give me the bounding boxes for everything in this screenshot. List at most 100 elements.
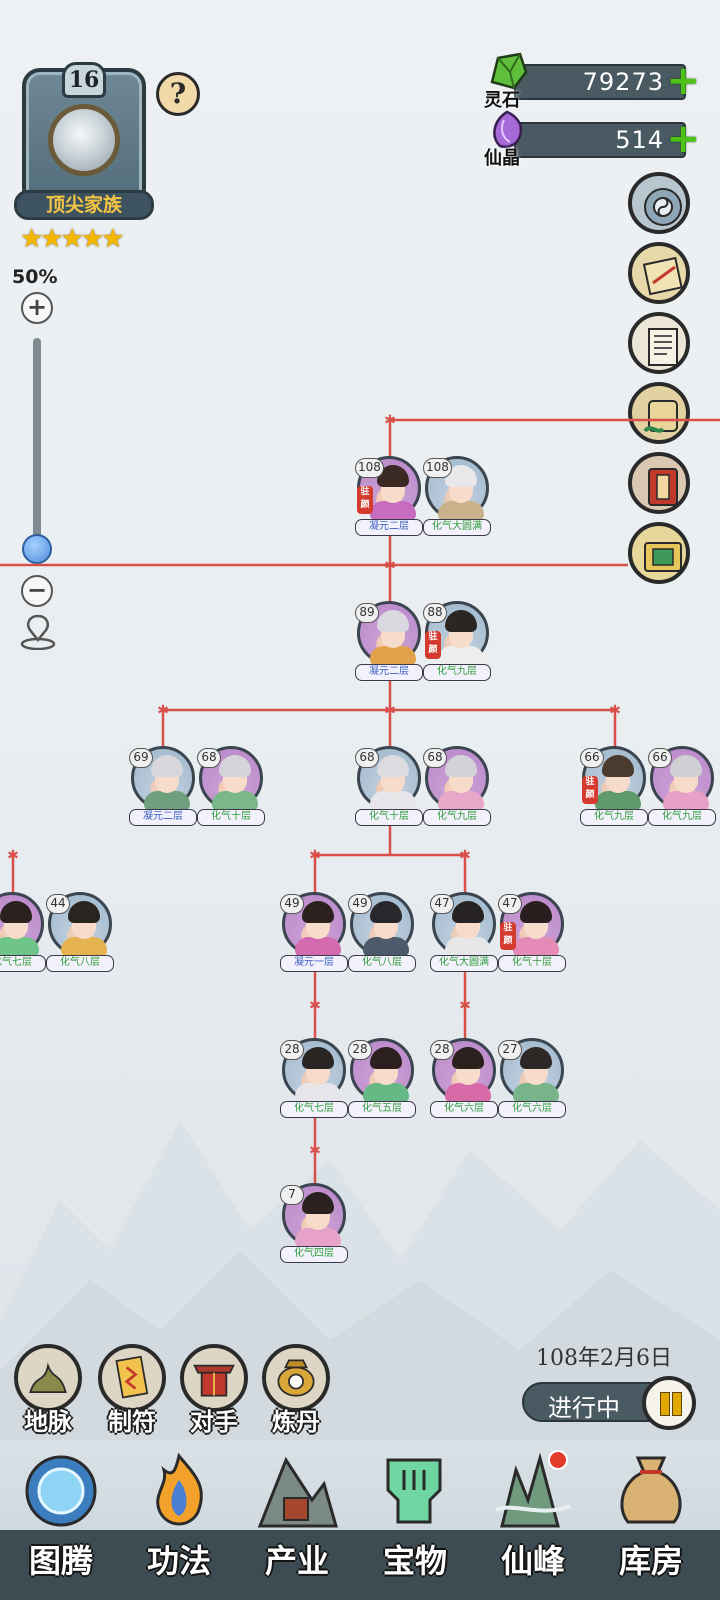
red-book-button[interactable] [628,452,690,514]
locate-icon[interactable] [18,614,58,650]
member-portrait [650,746,714,811]
member-cultivation-stage: 化气六层 [430,1101,498,1118]
member-hair [302,1192,334,1214]
member-age: 108 [423,458,452,478]
settings-button[interactable] [628,172,690,234]
svg-text:✱: ✱ [309,848,321,864]
immortal-peak-icon [495,1452,571,1528]
status-text: 进行中 [548,1394,620,1422]
zoom-in-button[interactable]: + [21,292,53,324]
member-outfit [370,501,416,521]
svg-text:✱: ✱ [459,848,471,864]
member-portrait [357,746,421,811]
member-age: 47 [498,894,522,914]
member-hair [370,1047,402,1069]
quick-action-rival[interactable]: 对手 [176,1344,252,1436]
nav-storehouse[interactable]: 库房 [592,1450,710,1600]
nav-technique[interactable]: 功法 [120,1450,238,1600]
nav-label: 宝物 [382,1542,447,1580]
scroll-button[interactable] [628,382,690,444]
immortal-crystal-value: 514 [615,126,664,154]
technique-flame-icon [156,1452,203,1526]
add-immortal-crystal-button[interactable]: + [666,116,700,162]
member-hair [520,1047,552,1069]
svg-text:✱: ✱ [459,998,471,1014]
plaque-icon [644,542,682,572]
member-outfit [663,791,709,811]
member-age: 68 [197,748,221,768]
member-cultivation-stage: 化气九层 [580,809,648,826]
member-age: 108 [355,458,384,478]
member-hair [151,755,183,777]
clan-badge[interactable]: 16 顶尖家族 ★★★★★ [14,62,154,254]
nav-immortal-peak[interactable]: 仙峰 [474,1450,592,1600]
member-age: 28 [280,1040,304,1060]
nav-totem[interactable]: 图腾 [2,1450,120,1600]
member-outfit [212,791,258,811]
spirit-stone-counter: 79273 + 灵石 [484,52,704,111]
member-outfit [363,937,409,957]
add-spirit-stone-button[interactable]: + [666,58,700,104]
nav-treasure[interactable]: 宝物 [356,1450,474,1600]
member-age: 28 [430,1040,454,1060]
nav-industry[interactable]: 产业 [238,1450,356,1600]
pause-button[interactable] [642,1376,696,1430]
family-member-g3b[interactable]: 68 化气十层 [197,746,265,826]
game-date: 108年2月6日 [536,1346,672,1371]
rival-gate-icon [180,1344,248,1412]
help-button[interactable]: ? [156,72,200,116]
family-member-g5c[interactable]: 28 化气六层 [430,1038,498,1118]
member-seal-badge: 驻颜 [357,486,373,514]
quick-action-alchemy[interactable]: 炼丹 [258,1344,334,1436]
member-hair [452,1047,484,1069]
member-outfit [61,937,107,957]
member-cultivation-stage: 化气九层 [648,809,716,826]
treasure-icon [386,1458,442,1524]
quick-action-label: 炼丹 [272,1408,320,1436]
member-portrait [0,892,44,957]
records-button[interactable] [628,312,690,374]
zoom-out-button[interactable]: − [21,575,53,607]
member-hair [670,755,702,777]
quick-action-talisman[interactable]: 制符 [94,1344,170,1436]
member-cultivation-stage: 化气十层 [498,955,566,972]
member-outfit [144,791,190,811]
member-cultivation-stage: 凝元二层 [129,809,197,826]
member-cultivation-stage: 化气八层 [46,955,114,972]
member-cultivation-stage: 凝元一层 [280,955,348,972]
zoom-slider-track[interactable] [33,338,41,558]
bottom-nav-band [0,1530,720,1600]
member-hair [219,755,251,777]
zoom-slider-knob[interactable] [22,533,52,564]
member-hair [520,901,552,923]
plaque-button[interactable] [628,522,690,584]
map-button[interactable] [628,242,690,304]
member-hair [302,1047,334,1069]
member-cultivation-stage: 化气十层 [197,809,265,826]
member-hair [302,901,334,923]
clan-rank-name: 顶尖家族 [14,190,154,220]
quick-action-earth-vein[interactable]: 地脉 [10,1344,86,1436]
member-outfit [370,791,416,811]
svg-text:✱: ✱ [384,703,396,719]
family-member-g4a[interactable]: 化气七层 [0,892,46,972]
immortal-crystal-icon [493,110,523,149]
